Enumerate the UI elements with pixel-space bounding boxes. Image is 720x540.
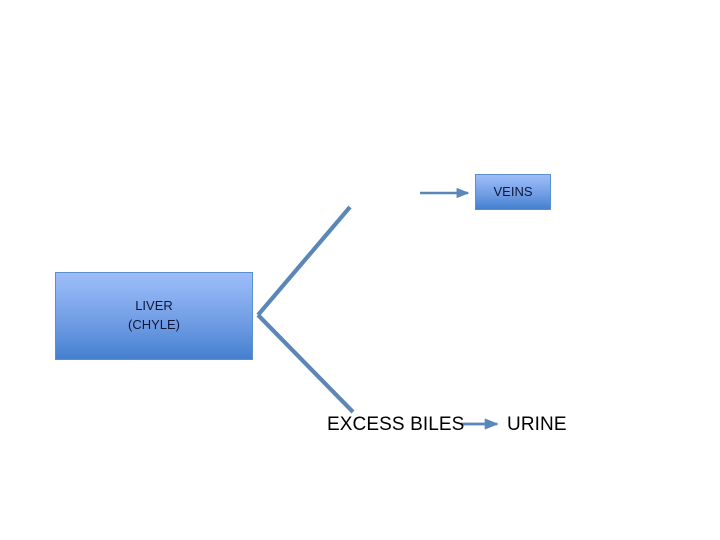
- node-liver-line-2: (CHYLE): [127, 317, 180, 332]
- connector-liver-to-biles-branch: [256, 313, 355, 414]
- node-veins-label: VEINS: [493, 183, 533, 199]
- node-veins[interactable]: VEINS: [475, 174, 551, 210]
- label-excess-biles: EXCESS BILES: [327, 414, 465, 435]
- node-liver[interactable]: LIVER (CHYLE): [55, 272, 253, 360]
- label-urine: URINE: [507, 414, 567, 435]
- node-liver-line-1: LIVER: [135, 298, 173, 314]
- connector-liver-to-veins-branch: [256, 205, 352, 317]
